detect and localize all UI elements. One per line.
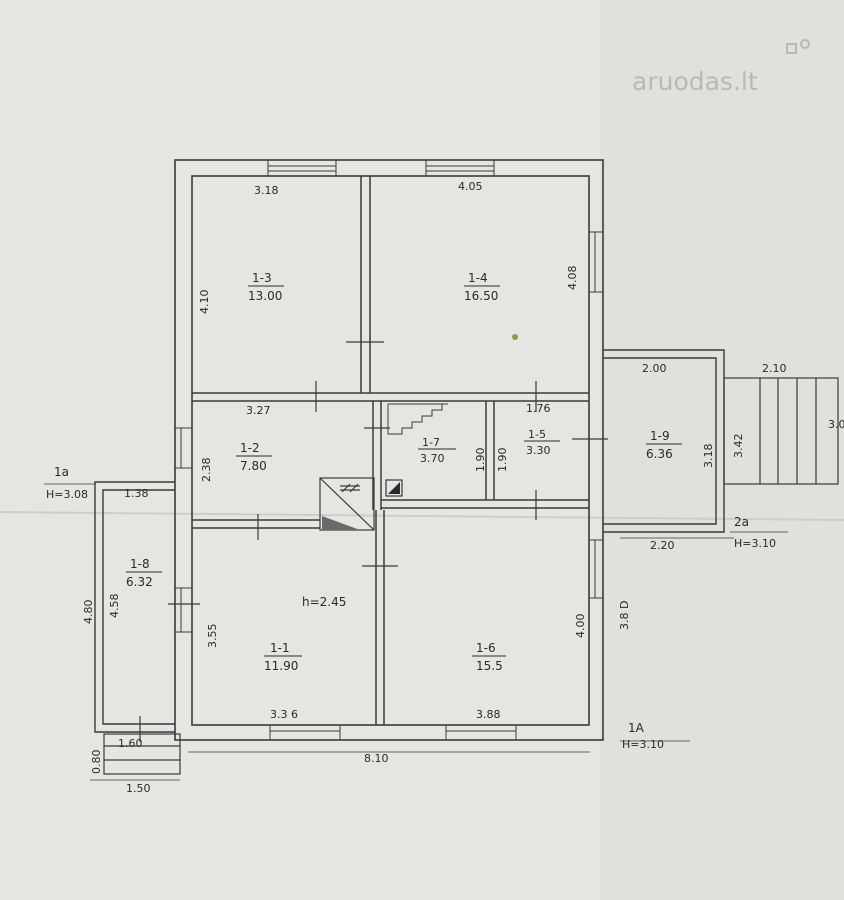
room-label-1-5: 1-5 3.30 bbox=[524, 428, 560, 457]
svg-text:3.27: 3.27 bbox=[246, 404, 271, 417]
room-label-1-3: 1-3 13.00 bbox=[248, 271, 284, 303]
room-id-text: 1-6 bbox=[476, 641, 496, 655]
room-area-text: 13.00 bbox=[248, 289, 282, 303]
room-area-text: 16.50 bbox=[464, 289, 498, 303]
svg-text:4.10: 4.10 bbox=[198, 290, 211, 315]
svg-text:1.90: 1.90 bbox=[496, 448, 509, 473]
svg-text:0.80: 0.80 bbox=[90, 750, 103, 775]
watermark-text: aruodas.lt bbox=[632, 67, 758, 96]
svg-text:H=3.10: H=3.10 bbox=[734, 537, 776, 550]
room-id-text: 1-7 bbox=[422, 436, 440, 449]
room-area-text: 6.32 bbox=[126, 575, 153, 589]
svg-text:1a: 1a bbox=[54, 465, 69, 479]
svg-text:4.08: 4.08 bbox=[566, 266, 579, 291]
boiler-icon bbox=[385, 479, 403, 497]
svg-text:3.18: 3.18 bbox=[254, 184, 279, 197]
svg-text:1.60: 1.60 bbox=[118, 737, 143, 750]
svg-text:3.42: 3.42 bbox=[732, 434, 745, 459]
room-id-text: 1-4 bbox=[468, 271, 488, 285]
windows-bottom bbox=[269, 724, 517, 741]
svg-text:2a: 2a bbox=[734, 515, 749, 529]
room-area-text: 7.80 bbox=[240, 459, 267, 473]
svg-text:4.05: 4.05 bbox=[458, 180, 483, 193]
room-label-1-7: 1-7 3.70 bbox=[418, 436, 456, 465]
room-id-text: 1-5 bbox=[528, 428, 546, 441]
svg-text:4.00: 4.00 bbox=[574, 614, 587, 639]
svg-text:3.18: 3.18 bbox=[702, 444, 715, 469]
elevation-1a-left: 1a H=3.08 bbox=[46, 465, 88, 501]
stove-block bbox=[319, 477, 375, 531]
room-label-1-4: 1-4 16.50 bbox=[464, 271, 500, 303]
svg-text:3.3 6: 3.3 6 bbox=[270, 708, 298, 721]
green-dot bbox=[512, 334, 518, 340]
room-id-text: 1-3 bbox=[252, 271, 272, 285]
room-area-text: 3.30 bbox=[526, 444, 551, 457]
svg-text:H=3.08: H=3.08 bbox=[46, 488, 88, 501]
elevation-2a: 2a H=3.10 bbox=[734, 515, 776, 550]
room-id-text: 1-2 bbox=[240, 441, 260, 455]
svg-text:8.10: 8.10 bbox=[364, 752, 389, 765]
windows-left bbox=[174, 427, 193, 633]
room-label-1-6: 1-6 15.5 bbox=[472, 641, 506, 673]
svg-text:3.8 D: 3.8 D bbox=[618, 601, 631, 630]
svg-text:1.38: 1.38 bbox=[124, 487, 149, 500]
extension-left-walls bbox=[94, 481, 175, 733]
ceiling-height-note: h=2.45 bbox=[302, 595, 346, 609]
svg-text:1.50: 1.50 bbox=[126, 782, 151, 795]
room-label-1-1: 1-1 11.90 bbox=[264, 641, 302, 673]
svg-text:H=3.10: H=3.10 bbox=[622, 738, 664, 751]
svg-text:3.55: 3.55 bbox=[206, 624, 219, 649]
door-marks bbox=[139, 341, 608, 742]
chimney-smoke-icon bbox=[800, 39, 810, 49]
watermark-logo: aruodas.lt bbox=[632, 39, 810, 96]
room-area-text: 11.90 bbox=[264, 659, 298, 673]
room-id-text: 1-8 bbox=[130, 557, 150, 571]
svg-text:1.76: 1.76 bbox=[526, 402, 551, 415]
room-label-1-8: 1-8 6.32 bbox=[126, 557, 162, 589]
room-id-text: 1-1 bbox=[270, 641, 290, 655]
room-label-1-2: 1-2 7.80 bbox=[236, 441, 272, 473]
svg-text:4.80: 4.80 bbox=[82, 600, 95, 625]
house-icon bbox=[786, 43, 797, 54]
room-label-1-9: 1-9 6.36 bbox=[646, 429, 682, 461]
svg-text:1.90: 1.90 bbox=[474, 448, 487, 473]
elevation-1a-bottom: 1A H=3.10 bbox=[622, 721, 664, 751]
windows-top bbox=[267, 159, 495, 177]
windows-right bbox=[588, 231, 604, 599]
interior-walls bbox=[192, 176, 589, 725]
dimension-labels: 3.18 4.05 4.10 4.08 3.27 1.76 2.38 1.90 … bbox=[82, 180, 844, 795]
paper-fold bbox=[0, 511, 844, 521]
svg-text:2.38: 2.38 bbox=[200, 458, 213, 483]
room-area-text: 6.36 bbox=[646, 447, 673, 461]
svg-text:2.20: 2.20 bbox=[650, 539, 675, 552]
room-id-text: 1-9 bbox=[650, 429, 670, 443]
svg-text:4.58: 4.58 bbox=[108, 594, 121, 619]
svg-text:1A: 1A bbox=[628, 721, 645, 735]
exterior-stairs-left bbox=[103, 733, 181, 775]
paper-shadow bbox=[600, 0, 844, 900]
stairs-1-7 bbox=[387, 403, 448, 435]
dimension-lines bbox=[44, 483, 788, 781]
svg-text:3.0: 3.0 bbox=[828, 418, 844, 431]
svg-text:2.00: 2.00 bbox=[642, 362, 667, 375]
exterior-stairs-right bbox=[723, 377, 839, 485]
svg-text:3.88: 3.88 bbox=[476, 708, 501, 721]
svg-text:2.10: 2.10 bbox=[762, 362, 787, 375]
room-area-text: 15.5 bbox=[476, 659, 503, 673]
room-area-text: 3.70 bbox=[420, 452, 445, 465]
